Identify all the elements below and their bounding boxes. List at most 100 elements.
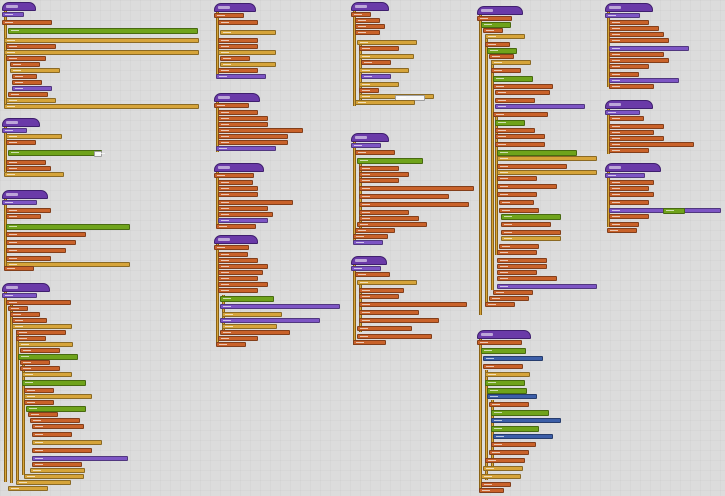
- text-block[interactable]: [94, 151, 105, 157]
- variable-block[interactable]: [220, 318, 320, 323]
- procedure-call-block[interactable]: [499, 208, 539, 213]
- procedure-call-block[interactable]: [609, 186, 649, 191]
- statement-connector-icon[interactable]: [353, 265, 356, 345]
- procedure-call-block[interactable]: [479, 488, 504, 493]
- procedure-call-block[interactable]: [20, 366, 60, 371]
- procedure-call-block[interactable]: [32, 462, 82, 467]
- procedure-call-block[interactable]: [218, 38, 258, 43]
- procedure-call-block[interactable]: [6, 56, 46, 61]
- procedure-call-block[interactable]: [355, 272, 390, 277]
- procedure-call-block[interactable]: [359, 186, 474, 191]
- control-block[interactable]: [485, 34, 525, 39]
- procedure-call-block[interactable]: [218, 128, 303, 133]
- procedure-call-block[interactable]: [491, 68, 521, 73]
- procedure-call-block[interactable]: [609, 84, 654, 89]
- procedure-call-block[interactable]: [220, 330, 290, 335]
- procedure-call-block[interactable]: [495, 98, 535, 103]
- procedure-call-block[interactable]: [30, 418, 80, 423]
- logic-block[interactable]: [491, 426, 539, 432]
- procedure-call-block[interactable]: [489, 54, 514, 59]
- event-hat-icon[interactable]: [2, 118, 40, 127]
- variable-block[interactable]: [2, 200, 37, 205]
- control-block[interactable]: [10, 68, 60, 73]
- logic-block[interactable]: [8, 150, 102, 156]
- event-hat-icon[interactable]: [605, 163, 661, 172]
- procedure-call-block[interactable]: [218, 134, 288, 139]
- procedure-call-block[interactable]: [218, 122, 268, 127]
- procedure-call-block[interactable]: [355, 30, 380, 35]
- procedure-call-block[interactable]: [489, 402, 529, 407]
- procedure-call-block[interactable]: [609, 58, 669, 63]
- procedure-call-block[interactable]: [501, 222, 551, 227]
- variable-block[interactable]: [609, 78, 679, 83]
- control-block[interactable]: [357, 280, 417, 285]
- math-block[interactable]: [491, 418, 561, 423]
- procedure-call-block[interactable]: [493, 84, 553, 89]
- procedure-call-block[interactable]: [359, 302, 467, 307]
- procedure-call-block[interactable]: [12, 318, 47, 323]
- control-block[interactable]: [355, 100, 415, 105]
- procedure-call-block[interactable]: [6, 240, 76, 245]
- procedure-call-block[interactable]: [6, 256, 51, 261]
- procedure-call-block[interactable]: [359, 288, 404, 293]
- procedure-call-block[interactable]: [218, 200, 293, 205]
- procedure-call-block[interactable]: [218, 110, 258, 115]
- control-block[interactable]: [4, 172, 64, 177]
- procedure-call-block[interactable]: [24, 388, 54, 393]
- procedure-call-block[interactable]: [218, 276, 258, 281]
- procedure-call-block[interactable]: [32, 448, 92, 453]
- procedure-call-block[interactable]: [497, 164, 567, 169]
- variable-block[interactable]: [216, 146, 276, 151]
- logic-block[interactable]: [22, 380, 86, 386]
- math-block[interactable]: [493, 434, 553, 439]
- procedure-call-block[interactable]: [357, 222, 427, 227]
- procedure-call-block[interactable]: [359, 318, 439, 323]
- procedure-call-block[interactable]: [359, 46, 399, 51]
- procedure-call-block[interactable]: [485, 302, 515, 307]
- logic-block[interactable]: [6, 224, 130, 230]
- procedure-call-block[interactable]: [218, 68, 258, 73]
- logic-block[interactable]: [663, 208, 685, 214]
- procedure-call-block[interactable]: [495, 142, 545, 147]
- procedure-call-block[interactable]: [10, 62, 40, 67]
- procedure-call-block[interactable]: [359, 294, 399, 299]
- procedure-call-block[interactable]: [493, 112, 548, 117]
- logic-block[interactable]: [18, 354, 78, 360]
- control-block[interactable]: [6, 134, 62, 139]
- procedure-call-block[interactable]: [220, 56, 250, 61]
- variable-block[interactable]: [605, 13, 640, 18]
- procedure-call-block[interactable]: [218, 20, 258, 25]
- procedure-call-block[interactable]: [218, 44, 258, 49]
- statement-connector-icon[interactable]: [485, 35, 488, 305]
- procedure-call-block[interactable]: [32, 432, 72, 437]
- statement-connector-icon[interactable]: [353, 11, 356, 106]
- procedure-call-block[interactable]: [218, 192, 258, 197]
- procedure-call-block[interactable]: [477, 340, 522, 345]
- logic-block[interactable]: [481, 348, 526, 354]
- procedure-call-block[interactable]: [609, 142, 694, 147]
- procedure-call-block[interactable]: [214, 173, 254, 178]
- variable-block[interactable]: [351, 143, 381, 148]
- control-block[interactable]: [222, 312, 282, 317]
- procedure-call-block[interactable]: [214, 103, 249, 108]
- procedure-call-block[interactable]: [497, 192, 537, 197]
- procedure-call-block[interactable]: [609, 136, 664, 141]
- variable-block[interactable]: [495, 104, 585, 109]
- procedure-call-block[interactable]: [6, 160, 46, 165]
- procedure-call-block[interactable]: [218, 212, 273, 217]
- control-block[interactable]: [32, 440, 102, 445]
- procedure-call-block[interactable]: [609, 214, 649, 219]
- procedure-call-block[interactable]: [497, 276, 557, 281]
- procedure-call-block[interactable]: [491, 442, 536, 447]
- statement-connector-icon[interactable]: [4, 292, 7, 482]
- procedure-call-block[interactable]: [218, 336, 258, 341]
- procedure-call-block[interactable]: [497, 250, 537, 255]
- procedure-call-block[interactable]: [359, 166, 399, 171]
- event-hat-icon[interactable]: [2, 2, 36, 11]
- control-block[interactable]: [8, 486, 48, 491]
- variable-block[interactable]: [2, 293, 37, 298]
- procedure-call-block[interactable]: [12, 80, 42, 85]
- procedure-call-block[interactable]: [218, 186, 258, 191]
- procedure-call-block[interactable]: [218, 282, 268, 287]
- statement-connector-icon[interactable]: [10, 305, 13, 483]
